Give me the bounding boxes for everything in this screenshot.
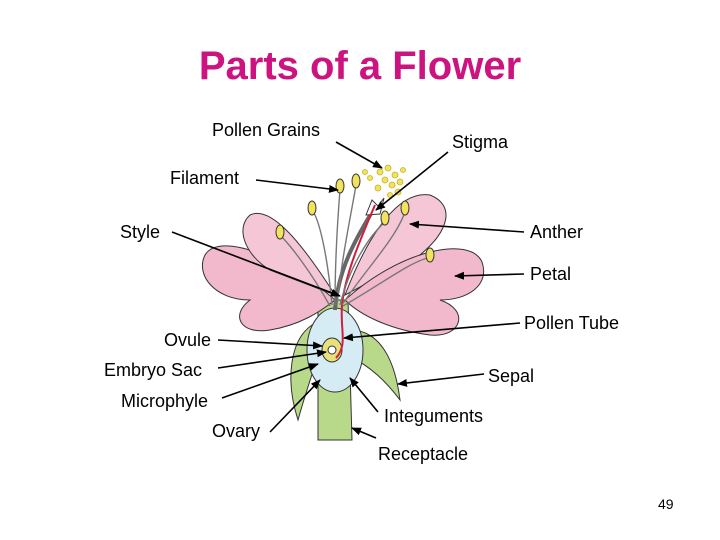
- pollen-grains: [362, 164, 406, 198]
- label-microphyle: Microphyle: [121, 391, 209, 411]
- label-pollen-grains: Pollen Grains: [212, 120, 321, 140]
- leader-receptacle: [351, 427, 377, 439]
- page-number: 49: [658, 496, 674, 512]
- leader-sepal: [397, 373, 485, 387]
- label-integuments: Integuments: [384, 406, 484, 426]
- petal-left-upper: [242, 212, 337, 297]
- leader-ovule: [217, 339, 323, 350]
- anthers: [275, 173, 435, 263]
- label-stigma: Stigma: [452, 132, 509, 152]
- label-filament: Filament: [170, 168, 240, 188]
- petal-right-back: [344, 248, 485, 336]
- leader-anther: [409, 220, 525, 233]
- leader-petal: [454, 271, 525, 280]
- leader-pollen-grains: [335, 141, 383, 169]
- label-embryo-sac: Embryo Sac: [104, 360, 203, 380]
- leader-embryo-sac: [217, 349, 327, 369]
- style: [333, 210, 374, 311]
- leader-pollen-tube: [343, 322, 521, 342]
- label-petal: Petal: [530, 264, 572, 284]
- label-receptacle: Receptacle: [378, 444, 469, 464]
- label-ovary: Ovary: [212, 421, 261, 441]
- embryo-sac: [327, 345, 337, 355]
- leader-filament: [255, 179, 339, 193]
- label-style: Style: [120, 222, 161, 242]
- page-title: Parts of a Flower: [198, 44, 522, 88]
- leader-ovary: [269, 379, 321, 433]
- label-anther: Anther: [530, 222, 584, 242]
- leader-style: [171, 231, 341, 297]
- label-pollen-tube: Pollen Tube: [524, 313, 620, 333]
- leader-microphyle: [221, 363, 319, 399]
- leader-integuments: [349, 377, 379, 413]
- pollen-tube: [335, 204, 376, 359]
- leader-stigma: [375, 151, 449, 211]
- label-ovule: Ovule: [164, 330, 212, 350]
- label-sepal: Sepal: [488, 366, 535, 386]
- petal-right-upper: [344, 194, 447, 297]
